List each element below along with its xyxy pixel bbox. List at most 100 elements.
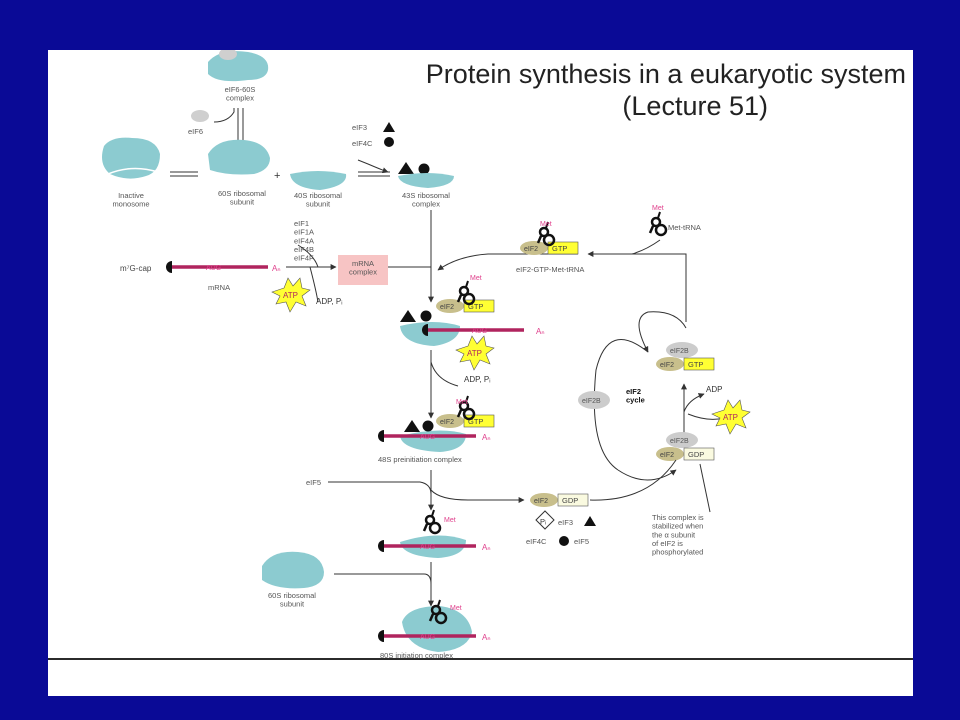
atp-2-arrow: [430, 361, 459, 387]
eif2-gdp-release-arrow: [430, 489, 525, 503]
atp-hydrolysis-arrow: [309, 266, 319, 303]
adp-pi-label-1: ADP, Pᵢ: [316, 297, 342, 306]
slide-title: Protein synthesis in a eukaryotic system…: [306, 58, 906, 122]
eif6-label: eIF6: [188, 127, 203, 136]
met-trna-join-arrow: [631, 239, 661, 255]
gdp-to-cycle-arrow: [589, 459, 677, 501]
atp-label-3: ATP: [723, 413, 738, 422]
pi-label: Pᵢ: [540, 517, 546, 526]
eif2-label-gtp-complex: eIF2: [660, 362, 674, 369]
factors-join-arrow: [297, 244, 319, 268]
eif3-eif4c-factors: eIF3 eIF4C: [352, 122, 395, 148]
poly-a-label-stage3: Aₙ: [482, 433, 491, 442]
gtp-label-ternary: GTP: [552, 244, 567, 253]
adp-release-arrow: [683, 393, 705, 413]
eif3-join-arrow: [357, 159, 389, 174]
mrna-label: mRNA: [208, 283, 230, 292]
eif3-label-released: eIF3: [558, 518, 573, 527]
met-label-ternary: Met: [540, 221, 552, 228]
met-trna-label: Met-tRNA: [668, 223, 701, 232]
ternary-complex-to-43s-arrow: [437, 253, 578, 271]
met-label-stage3: Met: [456, 399, 468, 406]
eif2b-label-gdp: eIF2B: [670, 438, 689, 445]
stage-80s-complex: Met AUG Aₙ 80S initiation complex: [378, 598, 491, 660]
complex-48s-label: 48S preinitiation complex: [378, 455, 462, 464]
cycle-top-arc: [638, 311, 687, 353]
aug-label-stage5: AUG: [420, 634, 435, 641]
poly-a-label-mrna: Aₙ: [272, 264, 281, 273]
stage-43s-mrna-complex: eIF2 GTP Met AUG Aₙ: [400, 275, 545, 346]
met-label-stage2: Met: [470, 275, 482, 282]
met-label-stage4: Met: [444, 517, 456, 524]
atp-label-1: ATP: [283, 291, 298, 300]
poly-a-label-stage5: Aₙ: [482, 633, 491, 642]
aug-label-stage3: AUG: [420, 434, 435, 441]
gtp-label-cycle: GTP: [688, 360, 703, 369]
aug-label-mrna: AUG: [206, 265, 221, 272]
eif4c-label: eIF4C: [352, 139, 373, 148]
mrna-to-43s-arrow: [388, 266, 432, 282]
gtp-label-stage2: GTP: [468, 302, 483, 311]
eif2-label-stage2: eIF2: [440, 304, 454, 311]
ternary-complex: eIF2 GTP Met eIF2-GTP-Met-tRNA: [516, 220, 584, 274]
ternary-formation-arrow: [587, 251, 687, 322]
eif2-label-ternary: eIF2: [524, 246, 538, 253]
poly-a-label-stage4: Aₙ: [482, 543, 491, 552]
eif5-arrow: [328, 481, 432, 495]
slide-title-line-2: (Lecture 51): [622, 91, 768, 121]
atp-label-2: ATP: [467, 349, 482, 358]
eif2b-free: eIF2B: [578, 391, 610, 409]
released-factors: Pᵢ eIF3 eIF4C eIF5: [526, 510, 596, 546]
eif5-label-released: eIF5: [574, 537, 589, 546]
eif2b-label-gtp: eIF2B: [670, 348, 689, 355]
adp-pi-label-2: ADP, Pᵢ: [464, 375, 490, 384]
gdp-label-released: GDP: [562, 496, 578, 505]
cycle-bottom-arc: [617, 469, 677, 481]
eif6-factor: eIF6: [188, 110, 209, 136]
gtp-label-stage3: GTP: [468, 417, 483, 426]
note-pointer-line: [699, 463, 711, 513]
eif3-label: eIF3: [352, 123, 367, 132]
plus-sign: +: [274, 170, 280, 182]
atp-star-3: ATP: [711, 399, 751, 435]
mrna-free: m⁷G-cap AUG Aₙ mRNA: [120, 261, 281, 292]
cycle-left-arc: [593, 339, 649, 471]
met-label-trna: Met: [652, 205, 664, 212]
stage-release-complex: Met AUG Aₙ: [378, 508, 491, 558]
adp-label: ADP: [706, 385, 722, 394]
cap-label: m⁷G-cap: [120, 264, 152, 273]
eif2-label-gdp-complex: eIF2: [660, 452, 674, 459]
eif2b-label-free: eIF2B: [582, 398, 601, 405]
eif2-label-released: eIF2: [534, 498, 548, 505]
met-label-stage5: Met: [450, 605, 462, 612]
stage-48s-complex: eIF2 GTP Met AUG Aₙ 48S preinitiation co…: [378, 394, 495, 464]
poly-a-label-stage2: Aₙ: [536, 327, 545, 336]
eif6-join-arrow: [213, 108, 235, 123]
60s-join-arrow: [334, 573, 432, 585]
bottom-divider: [48, 658, 913, 660]
aug-label-stage4: AUG: [420, 544, 435, 551]
aug-label-stage2: AUG: [472, 328, 487, 335]
atp-star-1: ATP: [271, 277, 311, 313]
eif5-label: eIF5: [306, 478, 321, 487]
eif2b-eif2-gtp: eIF2B eIF2 GTP: [656, 342, 715, 371]
eif2-gdp-released: eIF2 GDP: [530, 493, 589, 507]
eif4c-label-released: eIF4C: [526, 537, 547, 546]
